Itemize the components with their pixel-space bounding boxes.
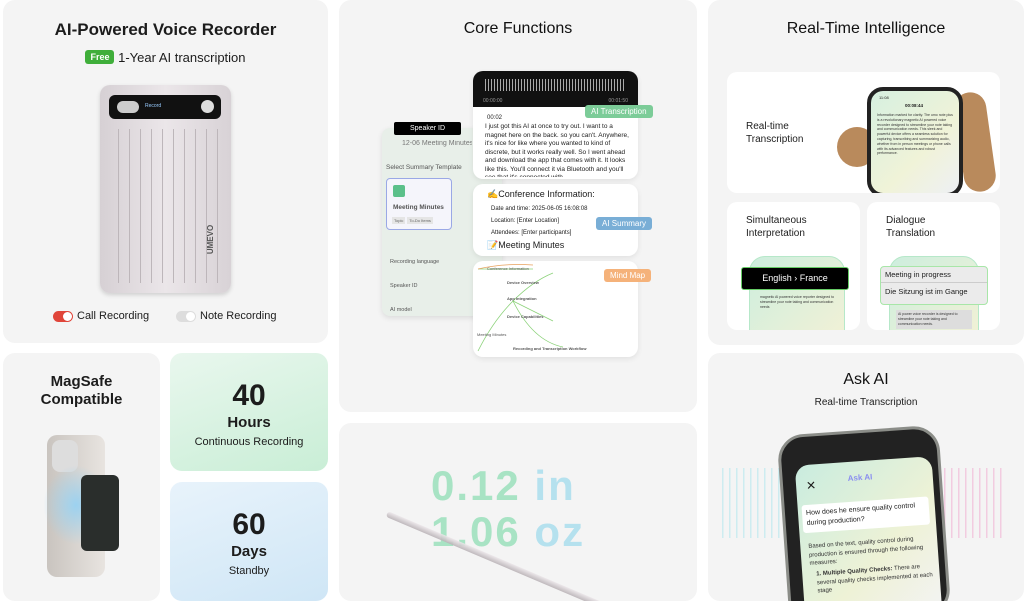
- days-unit: Days: [231, 543, 267, 560]
- dialogue-translation-card: Dialogue Translation AI power voice reco…: [867, 202, 1000, 330]
- hours-caption: Continuous Recording: [194, 436, 304, 448]
- simul-label: Simultaneous Interpretation: [746, 215, 807, 239]
- brand-logo: UMEVO: [206, 224, 216, 255]
- recorder-device-image: Record UMEVO: [100, 85, 231, 293]
- chip: Topic: [392, 217, 406, 224]
- conf-item: Attendees: [Enter participants]: [491, 230, 572, 236]
- note-recording-label: Note Recording: [200, 310, 277, 322]
- minutes-heading: 📝Meeting Minutes: [487, 240, 565, 250]
- intelligence-title: Real-Time Intelligence: [786, 20, 946, 37]
- time-end: 00:01:50: [608, 98, 628, 104]
- recorder-subtitle-row: Free 1-Year AI transcription: [3, 50, 328, 65]
- phone-timer: 00:08:44: [905, 103, 924, 108]
- thickness-value: 0.12: [431, 462, 521, 509]
- template-icon: [393, 185, 405, 197]
- ai-summary-tag: AI Summary: [596, 217, 653, 230]
- days-caption: Standby: [228, 565, 270, 577]
- conference-heading: ✍Conference Information:: [487, 189, 595, 199]
- dialogue-bubble: Meeting in progress Die Sitzung ist im G…: [880, 266, 988, 305]
- core-functions-card: Core Functions 12-06 Meeting Minutes Sel…: [339, 0, 697, 412]
- thickness-unit: in: [534, 462, 576, 509]
- conf-item: Location: [Enter Location]: [491, 218, 560, 224]
- hours-card: 40 Hours Continuous Recording: [170, 353, 328, 471]
- transcription-panel: 00:00:00 00:01:50 00:02 I just got this …: [473, 71, 638, 179]
- phone-frame: ✕ Ask AI How does he ensure quality cont…: [776, 424, 952, 601]
- language-pair[interactable]: English › France: [741, 267, 849, 290]
- dimensions-card: 0.12 in 1.06 oz: [339, 423, 697, 601]
- simul-text: magnetic AI powered voice reporter desig…: [760, 295, 835, 309]
- weight-value: 1.06: [431, 508, 521, 555]
- ask-question: How does he ensure quality control durin…: [801, 496, 931, 534]
- call-recording-toggle[interactable]: Call Recording: [53, 310, 149, 322]
- sound-wave-right: [944, 468, 1004, 538]
- conf-item: Date and time: 2025-06-05 16:08:08: [491, 206, 588, 212]
- waveform: 00:00:00 00:01:50: [473, 71, 638, 107]
- language-from: English: [762, 273, 792, 283]
- time-start: 00:00:00: [483, 98, 503, 104]
- ai-transcription-tag: AI Transcription: [585, 105, 653, 118]
- weight-unit: oz: [534, 508, 586, 555]
- select-template-label: Select Summary Template: [386, 164, 462, 171]
- mind-map-tag: Mind Map: [604, 269, 652, 282]
- mindmap-node: App Integration: [507, 296, 537, 301]
- template-name: Meeting Minutes: [393, 204, 444, 211]
- free-badge: Free: [85, 50, 115, 64]
- simultaneous-interpretation-card: Simultaneous Interpretation magnetic AI …: [727, 202, 860, 330]
- days-card: 60 Days Standby: [170, 482, 328, 601]
- ask-screen-title: Ask AI: [847, 472, 873, 484]
- speaker-id-tag: Speaker ID: [394, 122, 461, 135]
- timestamp: 00:02: [487, 115, 503, 121]
- hours-number: 40: [232, 379, 266, 412]
- phone-text: Information marked for clarity. The umo …: [877, 113, 953, 156]
- days-number: 60: [232, 508, 266, 541]
- language-to: France: [799, 273, 828, 283]
- dialogue-line: Die Sitzung ist im Gange: [885, 287, 968, 296]
- dialogue-text: AI power voice recorder is designed to s…: [896, 310, 972, 329]
- magsafe-recorder-image: [81, 475, 119, 551]
- meeting-title: 12-06 Meeting Minutes: [402, 140, 472, 147]
- ask-title: Ask AI: [843, 371, 889, 388]
- chip: To-Do Items: [407, 217, 433, 224]
- dialogue-line: Meeting in progress: [881, 267, 987, 283]
- ask-ai-screen: ✕ Ask AI How does he ensure quality cont…: [794, 456, 943, 601]
- magsafe-title: MagSafe Compatible: [40, 373, 123, 408]
- sound-wave-left: [722, 468, 782, 538]
- phone-screen: 11:08 00:08:44 Information marked for cl…: [867, 87, 963, 193]
- mindmap-node: Meeting Minutes: [477, 332, 507, 337]
- note-recording-toggle[interactable]: Note Recording: [176, 310, 276, 322]
- realtime-label: Real-time Transcription: [746, 121, 804, 145]
- mindmap-node: Device Overview: [507, 280, 539, 285]
- ask-ai-card: Ask AI Real-time Transcription ✕ Ask AI …: [708, 353, 1024, 601]
- mindmap-node: Conference Information: [487, 266, 529, 271]
- mindmap-node: Device Capabilities: [507, 314, 544, 319]
- phone-time: 11:08: [879, 95, 889, 100]
- intelligence-card: Real-Time Intelligence Real-time Transcr…: [708, 0, 1024, 345]
- dimensions-text: 0.12 in 1.06 oz: [431, 463, 585, 555]
- ask-subtitle: Real-time Transcription: [814, 397, 918, 408]
- hours-unit: Hours: [227, 414, 271, 431]
- recorder-title: AI-Powered Voice Recorder: [54, 20, 277, 39]
- transcript-text: I just got this AI at once to try out. I…: [485, 123, 629, 177]
- device-screen-text: Record: [145, 103, 162, 109]
- setting-recording-language[interactable]: Recording language: [390, 259, 440, 265]
- realtime-transcription-card: Real-time Transcription 11:08 00:08:44 I…: [727, 72, 1000, 193]
- mindmap-node: Recording and Transcription Workflow: [513, 346, 587, 351]
- call-recording-label: Call Recording: [77, 310, 150, 322]
- close-icon[interactable]: ✕: [805, 478, 817, 493]
- setting-speaker-id[interactable]: Speaker ID: [390, 283, 418, 289]
- core-title: Core Functions: [463, 20, 573, 37]
- recorder-card: AI-Powered Voice Recorder Free 1-Year AI…: [3, 0, 328, 343]
- recorder-subtitle: 1-Year AI transcription: [118, 50, 246, 65]
- dialogue-label: Dialogue Translation: [886, 215, 936, 239]
- magsafe-card: MagSafe Compatible: [3, 353, 160, 601]
- setting-ai-model[interactable]: AI model: [390, 307, 412, 313]
